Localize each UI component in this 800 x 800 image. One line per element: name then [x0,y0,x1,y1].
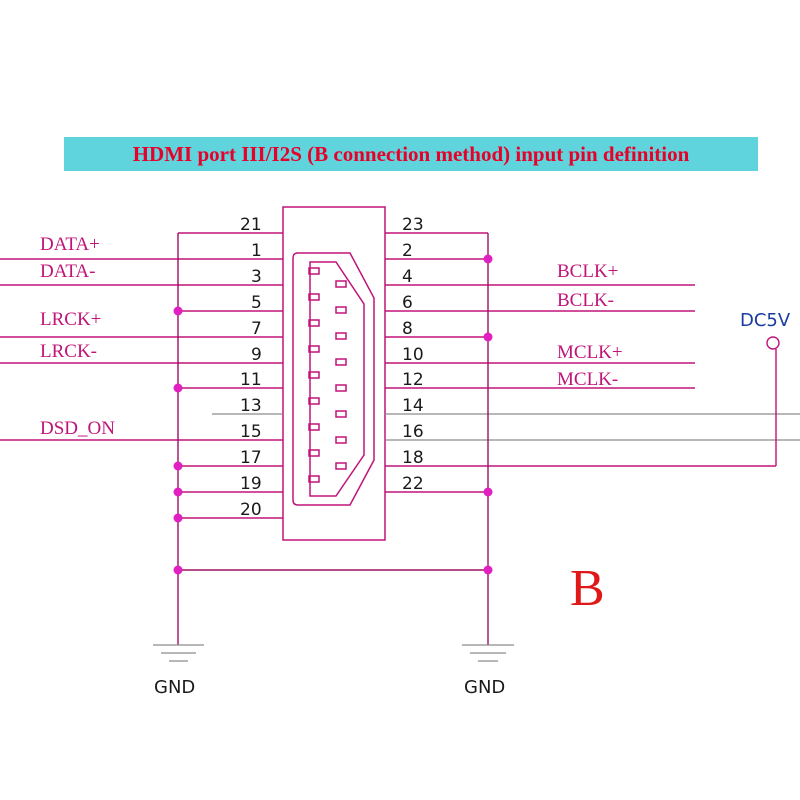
label-dc5v: DC5V [740,310,791,331]
pin-17: 17 [240,448,262,468]
connector-body [282,206,386,541]
left-pin-wires [0,232,283,519]
label-mclk-minus: MCLK- [557,369,618,390]
pin-14: 14 [402,396,424,416]
ground-symbol-right [462,644,514,662]
pin-13: 13 [240,396,262,416]
label-bclk-plus: BCLK+ [557,261,618,282]
pin-10: 10 [402,345,424,365]
hdmi-contacts [308,267,347,483]
pin-9: 9 [251,345,262,365]
pin-3: 3 [251,267,262,287]
pin-20: 20 [240,500,262,520]
label-gnd-right: GND [464,677,505,698]
pin-7: 7 [251,319,262,339]
label-bclk-minus: BCLK- [557,290,614,311]
pin-2: 2 [402,241,413,261]
pin-22: 22 [402,474,424,494]
pin-1: 1 [251,241,262,261]
left-pin-numbers: 21 1 3 5 7 9 11 13 15 17 19 20 [240,215,262,520]
pin-16: 16 [402,422,424,442]
label-gnd-left: GND [154,677,195,698]
dc5v-supply [766,336,780,466]
diagram-title: HDMI port III/I2S (B connection method) … [64,137,758,171]
hdmi-socket-inner [309,261,365,497]
hdmi-socket-outline [292,252,375,506]
pin-23: 23 [402,215,424,235]
label-data-plus: DATA+ [40,234,100,255]
pin-18: 18 [402,448,424,468]
label-dsd-on: DSD_ON [40,418,115,439]
pin-11: 11 [240,370,262,390]
pin-4: 4 [402,267,413,287]
pin-6: 6 [402,293,413,313]
right-pin-wires [385,232,800,493]
label-data-minus: DATA- [40,261,95,282]
signal-labels: DATA+ DATA- LRCK+ LRCK- DSD_ON BCLK+ BCL… [40,234,623,439]
pin-12: 12 [402,370,424,390]
label-lrck-plus: LRCK+ [40,309,101,330]
junction-dots [173,254,493,575]
pin-15: 15 [240,422,262,442]
pin-5: 5 [251,293,262,313]
pin-8: 8 [402,319,413,339]
label-lrck-minus: LRCK- [40,341,97,362]
ground-bus [177,233,489,645]
label-mclk-plus: MCLK+ [557,342,623,363]
ground-symbol-left [153,644,204,662]
pin-19: 19 [240,474,262,494]
right-pin-numbers: 23 2 4 6 8 10 12 14 16 18 22 [402,215,424,494]
connection-method-label: B [570,560,605,617]
pin-21: 21 [240,215,262,235]
